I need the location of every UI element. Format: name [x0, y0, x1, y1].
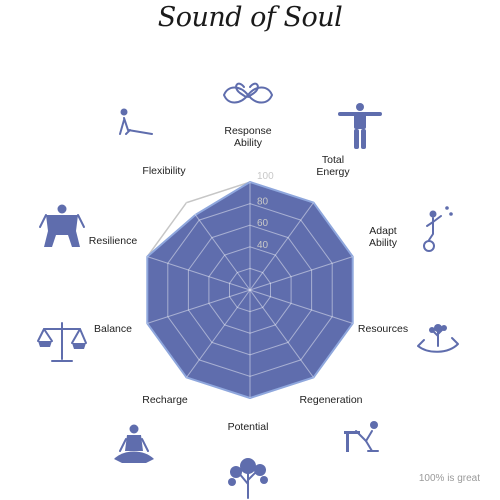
- cobra-pose-icon: [119, 108, 153, 135]
- relaxing-desk-icon: [344, 421, 379, 452]
- axis-label: Balance: [94, 323, 132, 335]
- spoke: [186, 289, 251, 378]
- tick-label: 40: [257, 240, 269, 251]
- axis-label: Potential: [228, 421, 269, 433]
- axis-label: Flexibility: [142, 165, 186, 177]
- spoke: [249, 256, 353, 291]
- tick-label: 80: [257, 197, 269, 208]
- strongman-icon: [338, 103, 382, 149]
- spoke: [249, 289, 353, 324]
- spoke: [249, 289, 314, 378]
- sumo-icon: [39, 204, 85, 247]
- axis-label: Resilience: [89, 235, 138, 247]
- spoke: [147, 256, 251, 291]
- spoke: [186, 202, 251, 291]
- tick-label: 100: [257, 171, 274, 182]
- hands-tree-icon: [417, 324, 459, 353]
- footnote: 100% is great: [418, 473, 480, 484]
- axis-label: Resources: [358, 323, 408, 335]
- grid-ring-4: [167, 203, 333, 377]
- tick-label: 60: [257, 218, 269, 229]
- chart-title: Sound of Soul: [157, 2, 343, 33]
- spoke: [249, 202, 314, 291]
- grid-ring-1: [229, 267, 271, 313]
- grid-ring-2: [208, 246, 292, 334]
- axis-label: Regeneration: [299, 394, 362, 406]
- axis-label: Recharge: [142, 394, 188, 406]
- scales-icon: [37, 322, 87, 362]
- data-area: [146, 181, 354, 399]
- juggling-unicycle-icon: [423, 206, 453, 252]
- spoke: [147, 289, 251, 324]
- meditation-icon: [114, 424, 154, 463]
- tree-icon: [228, 458, 268, 499]
- grid-ring-3: [187, 224, 313, 356]
- infinity-hearts-icon: [222, 82, 274, 104]
